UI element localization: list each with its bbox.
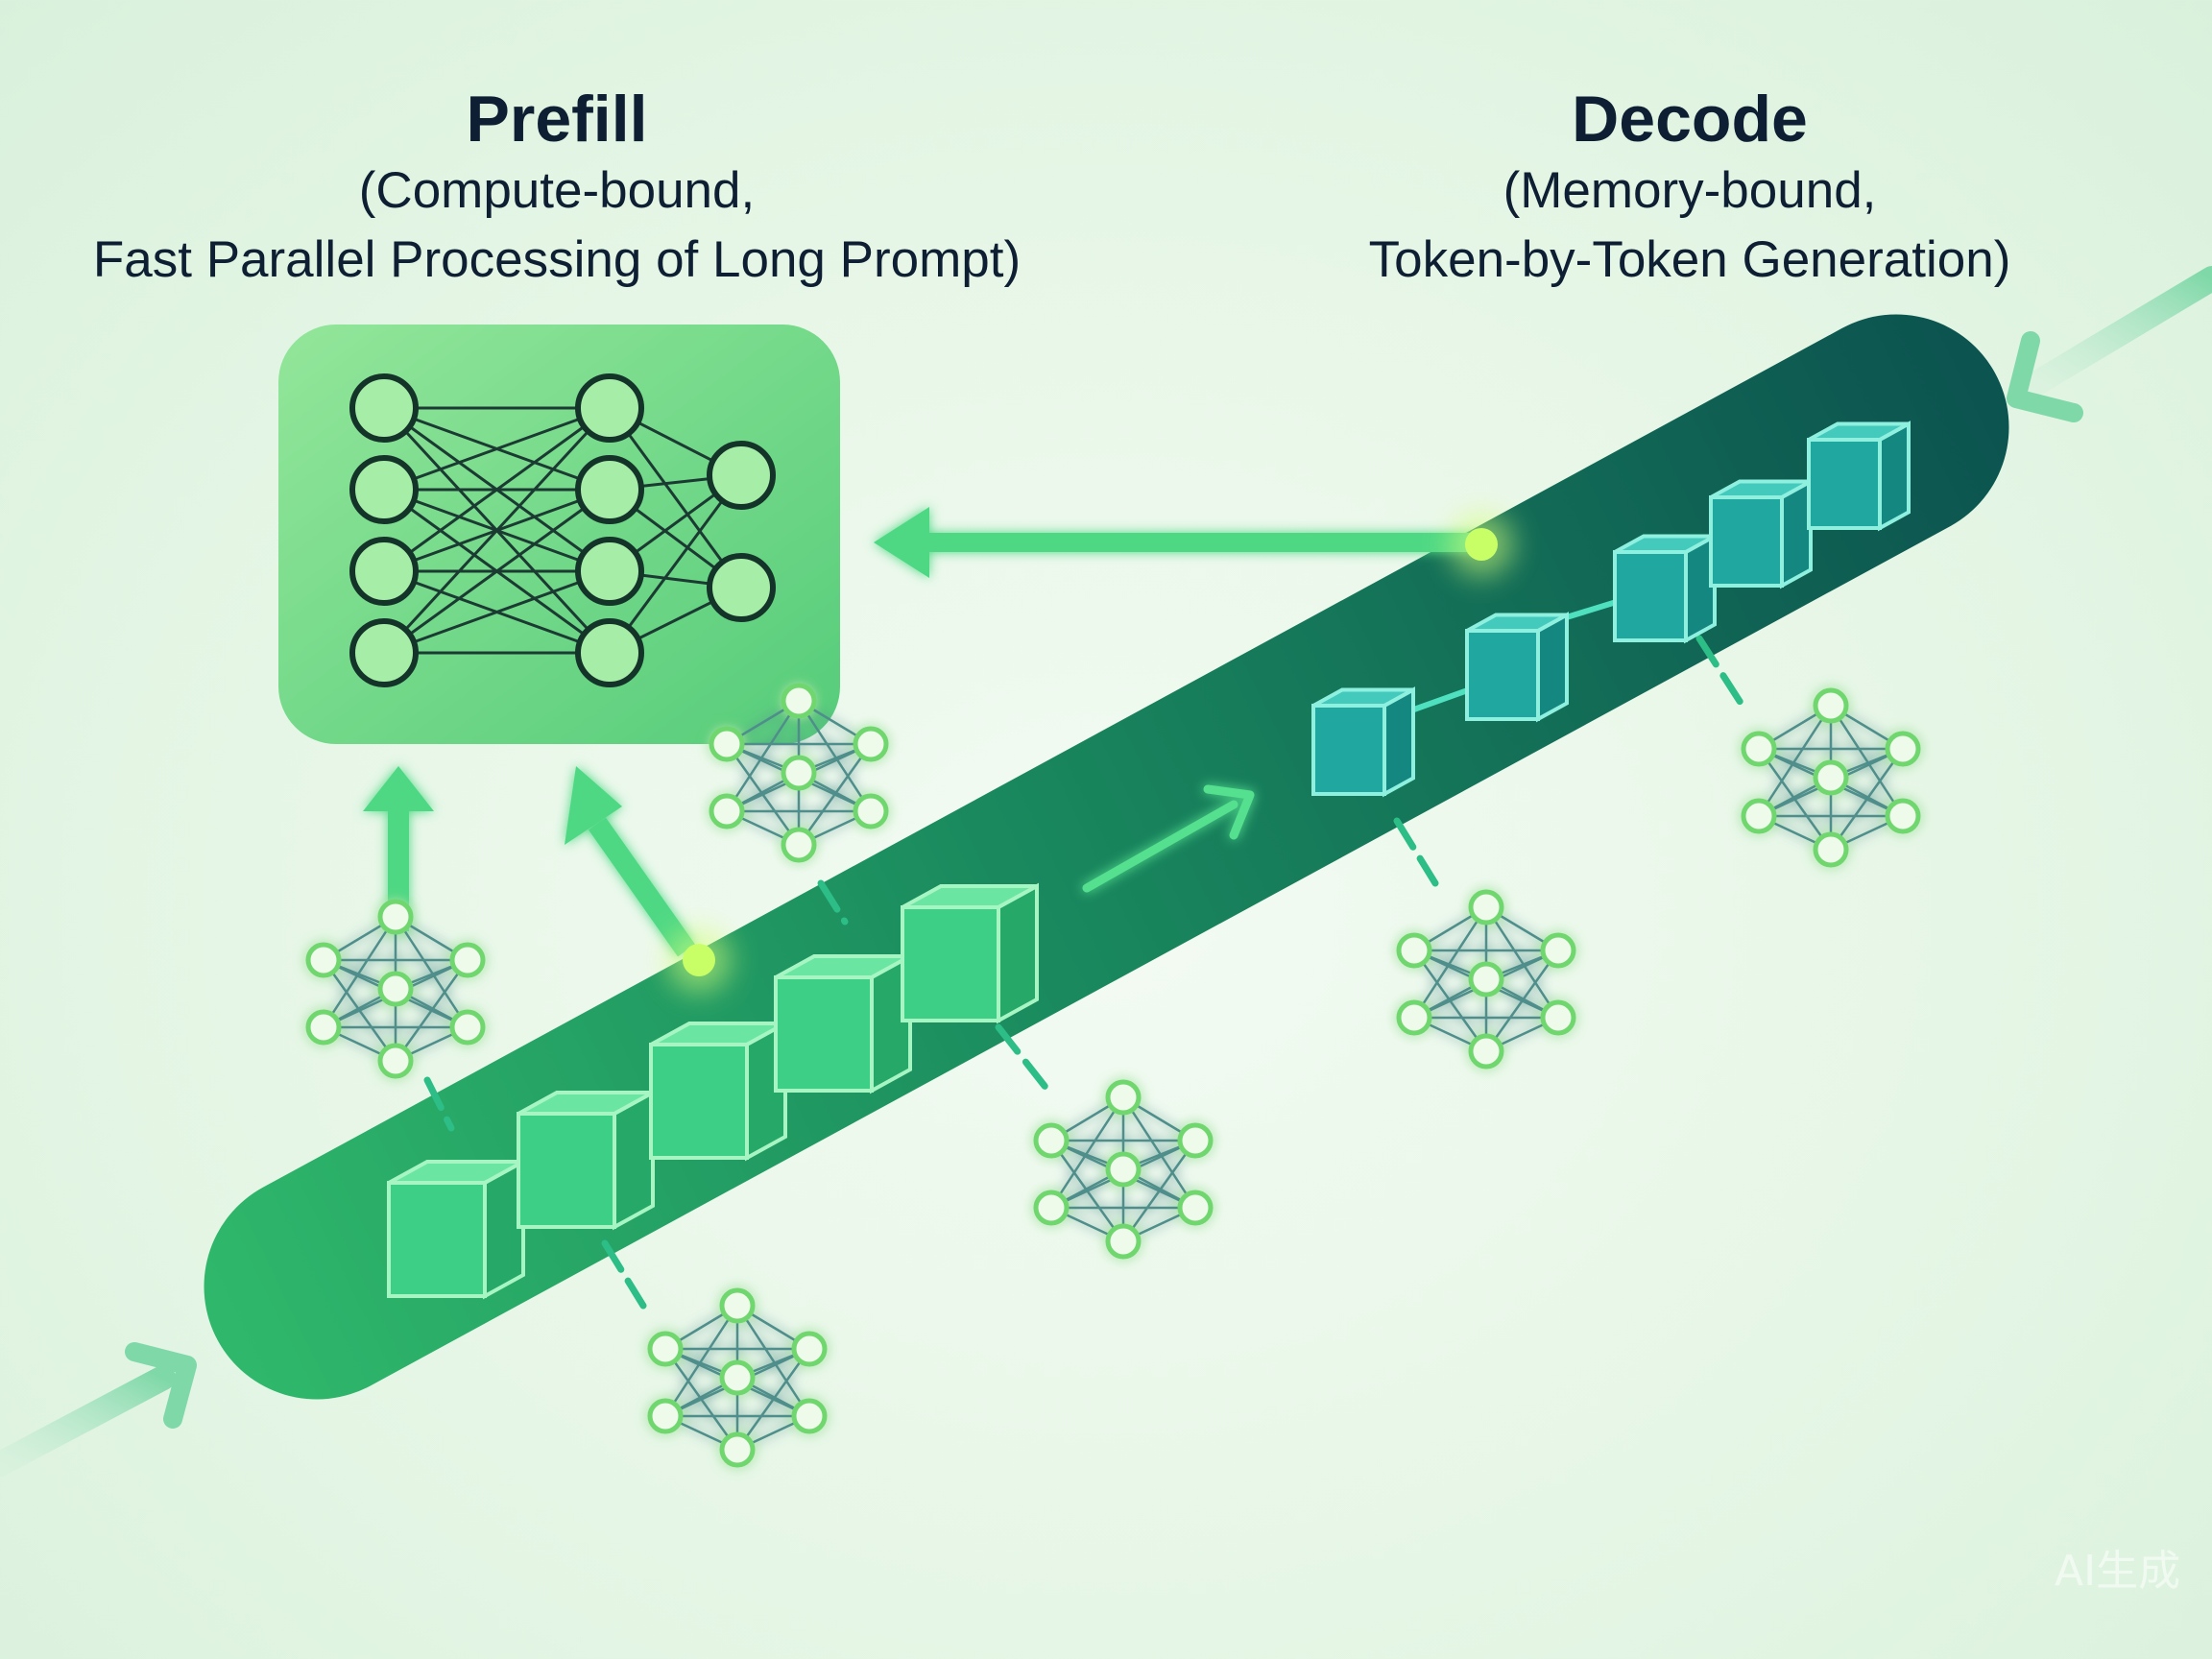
arrow-kv-transfer [874, 507, 1479, 578]
neural-network-icon [349, 373, 776, 687]
cube-token-icon [1613, 533, 1717, 644]
neural-network-icon [1033, 1079, 1214, 1260]
decode-title: Decode [1572, 83, 1808, 156]
decode-subtitle-line2: Token-by-Token Generation) [1368, 231, 2011, 288]
cube-token-icon [517, 1089, 655, 1231]
decode-tokens [1311, 421, 1911, 798]
input-flow-arrow [0, 1342, 197, 1477]
glow-dot-prefill [666, 927, 732, 993]
cube-token-icon [901, 882, 1039, 1024]
prefill-subtitle-line2: Fast Parallel Processing of Long Prompt) [92, 231, 1022, 288]
network-node [349, 455, 419, 524]
network-node [349, 373, 419, 443]
neural-network-icon [1741, 687, 1921, 868]
cube-token-icon [649, 1020, 787, 1162]
neural-network-icon [647, 1287, 828, 1468]
cube-token-icon [1709, 478, 1813, 589]
network-node [349, 537, 419, 606]
neural-network-icon [1396, 889, 1576, 1070]
prefill-subtitle-line1: (Compute-bound, [358, 162, 756, 219]
arrow-diagonal [565, 766, 695, 957]
watermark: AI生成 [2055, 1547, 2181, 1596]
cube-token-icon [1465, 612, 1569, 723]
decode-heading: Decode (Memory-bound, Token-by-Token Gen… [1152, 82, 2212, 295]
neural-network-icon [709, 683, 889, 863]
network-node [575, 618, 644, 687]
cube-token-icon [1311, 686, 1415, 798]
output-flow-arrow [2007, 266, 2212, 422]
cube-token-icon [1807, 421, 1911, 532]
network-node [575, 373, 644, 443]
network-node [707, 441, 776, 510]
network-node [707, 553, 776, 622]
network-node [575, 455, 644, 524]
prefill-title: Prefill [466, 83, 648, 156]
decode-subtitle-line1: (Memory-bound, [1503, 162, 1877, 219]
prefill-tokens [387, 882, 1039, 1300]
arrow-prefill-to-decode [1082, 784, 1255, 893]
prefill-heading: Prefill (Compute-bound, Fast Parallel Pr… [19, 82, 1094, 295]
connector-lines [423, 635, 1746, 1310]
small-networks [305, 683, 1921, 1468]
network-node [349, 618, 419, 687]
neural-network-icon [305, 899, 486, 1079]
glow-dot-decode [1449, 512, 1514, 577]
cube-token-icon [387, 1158, 525, 1300]
cube-token-icon [774, 952, 912, 1094]
network-node [575, 537, 644, 606]
prefill-network-panel [278, 325, 840, 744]
